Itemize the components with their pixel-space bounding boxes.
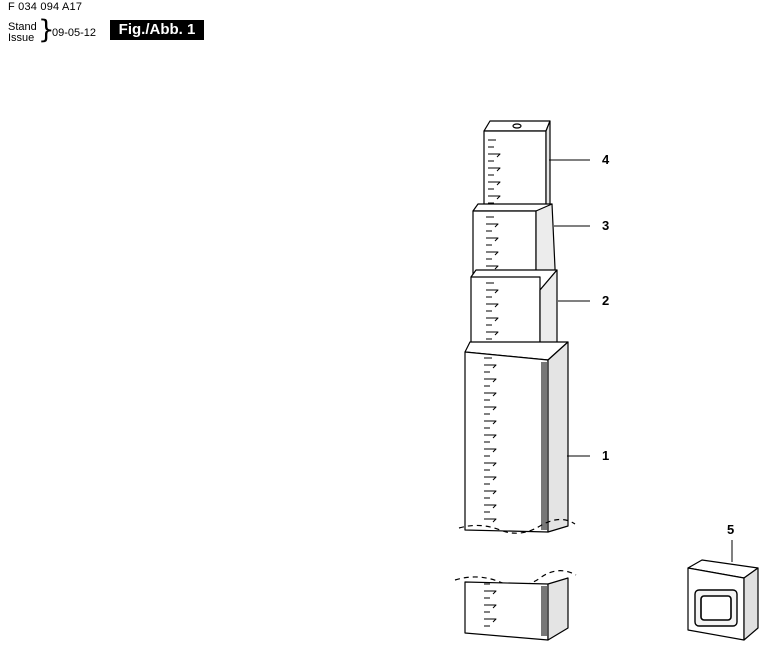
part-4-scale-marks <box>488 139 501 204</box>
callout-5: 5 <box>727 522 734 537</box>
callout-numbers: 4 3 2 1 5 <box>602 152 734 537</box>
issue-label: Issue <box>8 32 35 44</box>
part-4-top-section <box>483 120 551 212</box>
brace-symbol: } <box>38 15 55 45</box>
callout-4: 4 <box>602 152 610 167</box>
leader-lines <box>549 159 733 562</box>
callout-1: 1 <box>602 448 609 463</box>
callout-2: 2 <box>602 293 609 308</box>
figure-badge: Fig./Abb. 1 <box>110 20 204 40</box>
stand-label: Stand <box>8 21 37 33</box>
part-3-section <box>472 203 556 278</box>
part-1-outer-section <box>458 341 576 534</box>
lower-piece-scale-marks <box>484 583 497 627</box>
stand-issue-labels: Stand Issue <box>8 22 37 44</box>
part-1-scale-marks <box>484 357 497 523</box>
callout-3: 3 <box>602 218 609 233</box>
part-number: F 034 094 A17 <box>8 1 83 13</box>
issue-date: 09-05-12 <box>52 27 97 39</box>
part-5-end-cap <box>687 559 759 641</box>
part-1-lower-piece <box>454 570 577 641</box>
